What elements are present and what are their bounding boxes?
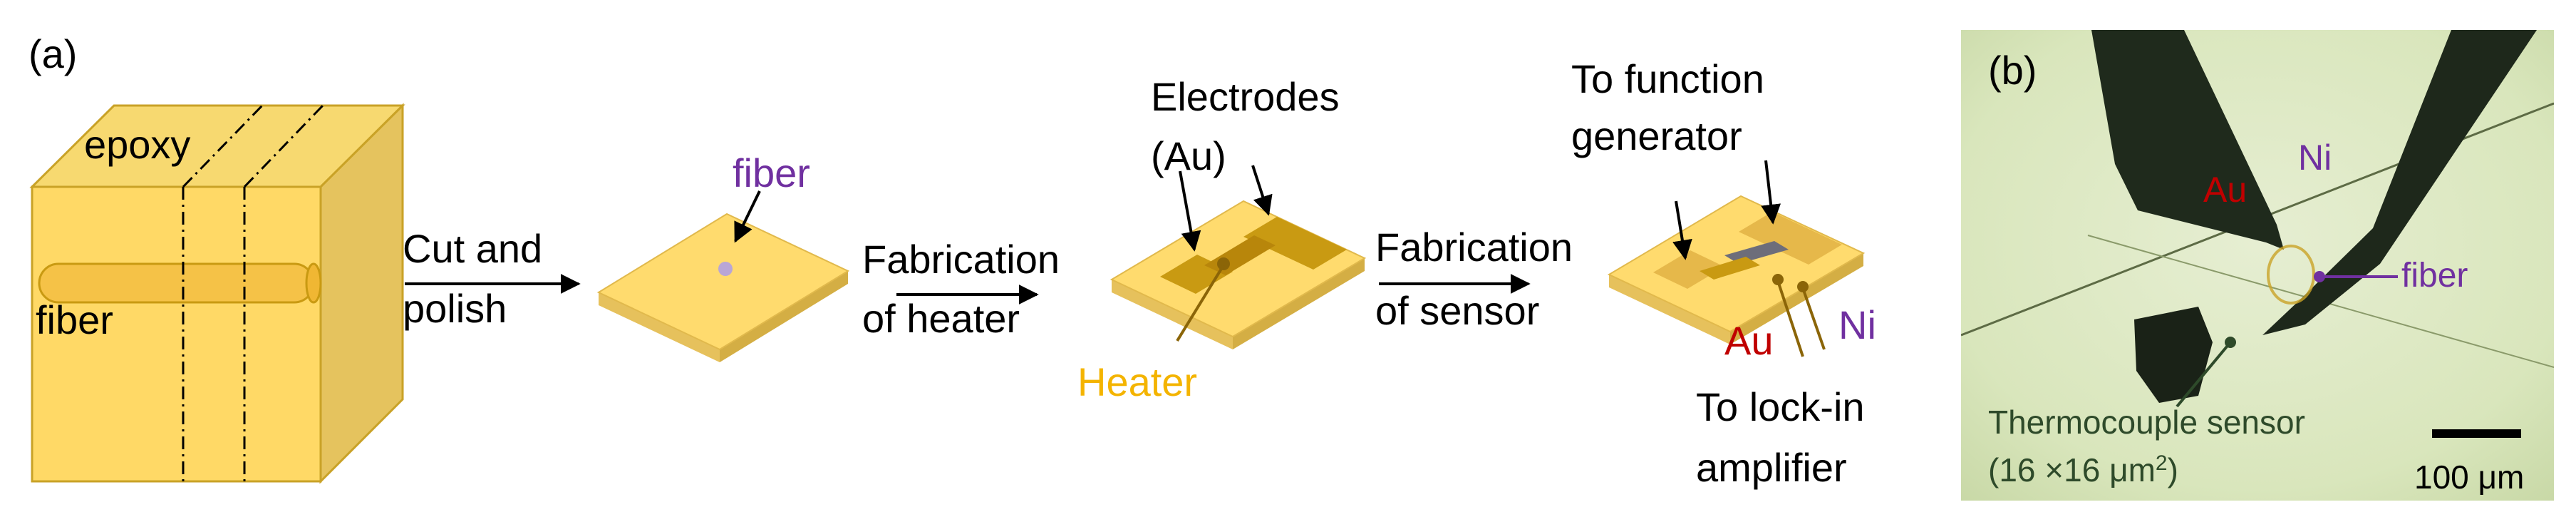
junction-dot-au — [1772, 274, 1784, 285]
step3-line1: Fabrication — [1375, 225, 1573, 270]
chip1-side — [599, 292, 720, 362]
junction-dot-ni — [1797, 281, 1809, 292]
electrode-arrow-left — [1179, 170, 1201, 252]
to-function-line1: To function — [1571, 56, 1764, 101]
au-strip — [1700, 257, 1760, 280]
chip1-top — [596, 213, 850, 351]
sensor-marker-line — [2176, 341, 2232, 408]
sensor-size-superscript: 2 — [2156, 451, 2168, 475]
step-fabrication-of-sensor: Fabrication of sensor — [1375, 225, 1573, 333]
fiber-spot — [2267, 245, 2315, 304]
scale-bar — [2432, 429, 2521, 438]
ni-probe — [2262, 30, 2537, 335]
chip2-side — [1112, 280, 1233, 349]
micro-ni-label: Ni — [2298, 138, 2332, 178]
panel-b-label: (b) — [1988, 48, 2037, 93]
chip3-side — [1609, 275, 1730, 344]
fiber-label: fiber — [36, 297, 113, 342]
micro-fiber-label: fiber — [2401, 257, 2468, 295]
chip1-fiber-label: fiber — [733, 150, 810, 195]
sensor-label-line1: Thermocouple sensor — [1988, 404, 2305, 441]
function-arrow-left — [1672, 200, 1692, 260]
step-cut-and-polish: Cut and polish — [403, 226, 581, 331]
heater-pointer — [1176, 264, 1225, 342]
to-function-line2: generator — [1571, 113, 1742, 158]
lockin-wire-au — [1776, 280, 1804, 357]
block-front-face — [31, 185, 322, 483]
epoxy-label: epoxy — [84, 122, 190, 167]
electrode-pad-right — [1243, 217, 1347, 270]
fiber-end — [305, 262, 322, 304]
to-lockin-line2: amplifier — [1696, 445, 1847, 490]
heater-chip: Heater Electrodes (Au) — [1077, 74, 1367, 404]
to-lockin-line1: To lock-in — [1696, 384, 1865, 429]
step2-line2: of heater — [862, 296, 1020, 341]
micro-au-label: Au — [2203, 170, 2247, 210]
fiber-dot — [718, 262, 733, 276]
fiber-rod — [38, 262, 315, 304]
scale-bar-label: 100 μm — [2414, 459, 2524, 496]
heater-dot — [1217, 257, 1230, 270]
chip2-side-right — [1233, 258, 1365, 349]
au-probe — [2091, 30, 2284, 250]
epoxy-block: epoxy fiber — [29, 103, 405, 484]
function-arrow-right — [1761, 160, 1781, 225]
sensor-chip: To function generator Au Ni To lock-in a… — [1571, 56, 1876, 490]
polished-chip: fiber — [596, 150, 850, 362]
cut-line — [182, 104, 264, 188]
step3-line2: of sensor — [1375, 288, 1539, 333]
electrode-arrow-right — [1251, 165, 1273, 216]
ni-strip — [1724, 241, 1789, 264]
sensor-size-suffix: ) — [2168, 451, 2178, 488]
electrodes-line2: (Au) — [1151, 133, 1226, 178]
chip3-pad-left — [1653, 250, 1724, 289]
step1-line2: polish — [403, 286, 507, 331]
chip1-side-right — [720, 271, 848, 362]
fiber-pointer-arrow — [734, 190, 761, 243]
chip3-pad-right — [1739, 212, 1842, 265]
heater-label: Heater — [1077, 359, 1197, 404]
step2-line1: Fabrication — [862, 237, 1060, 282]
step1-line1: Cut and — [403, 226, 542, 271]
sensor-size-prefix: (16 ×16 μm — [1988, 451, 2156, 488]
electrodes-line1: Electrodes — [1151, 74, 1340, 119]
panel-a-label: (a) — [29, 31, 77, 76]
lockin-wire-ni — [1801, 287, 1826, 350]
debris-flake — [2134, 307, 2213, 403]
step-fabrication-of-heater: Fabrication of heater — [862, 237, 1060, 341]
chip2-top — [1109, 200, 1367, 338]
sensor-au-label: Au — [1724, 318, 1774, 363]
sensor-ni-label: Ni — [1838, 302, 1876, 347]
chip3-side-right — [1730, 253, 1863, 344]
cut-line — [243, 104, 324, 188]
sensor-label-line2: (16 ×16 μm2) — [1988, 451, 2178, 489]
micrograph-panel: (b) Au Ni fiber Thermocouple sensor (16 … — [1961, 30, 2554, 501]
